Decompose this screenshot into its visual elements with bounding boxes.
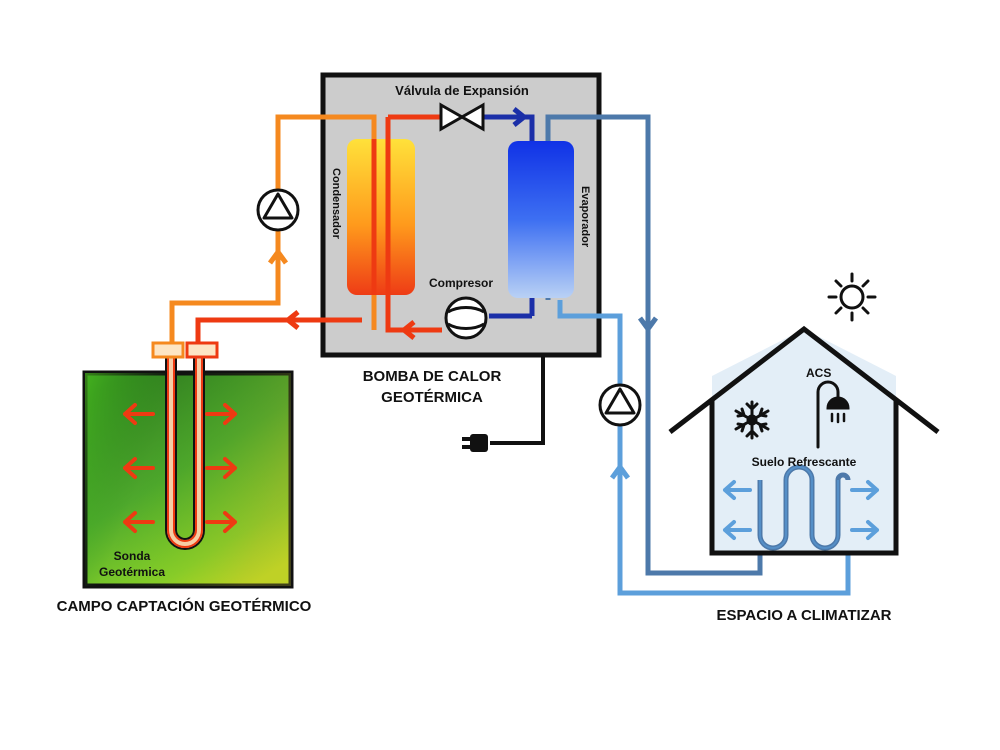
compressor-label: Compresor [429, 276, 493, 290]
snowflake-icon [734, 400, 770, 440]
field-caption: CAMPO CAPTACIÓN GEOTÉRMICO [57, 597, 312, 615]
heat-pump-caption-line1: BOMBA DE CALOR [363, 368, 502, 385]
pump-icon [256, 188, 300, 232]
valve-icon [439, 102, 485, 132]
ground-heat-arrows [123, 403, 237, 533]
cooling-arrows [723, 480, 879, 540]
dhw-label: ACS [806, 366, 831, 380]
space-caption: ESPACIO A CLIMATIZAR [717, 607, 892, 624]
heat-arrow [205, 457, 237, 479]
pipe-red-ground-return [195, 317, 362, 352]
heat-arrow [205, 403, 237, 425]
probe-connector-right [185, 341, 219, 359]
heat-arrow [123, 511, 155, 533]
evaporator-label: Evaporador [579, 186, 591, 248]
power-cable [490, 355, 545, 445]
pipe-lightblue-supply [557, 300, 851, 596]
cooling-arrow [723, 520, 752, 540]
probe-label-line2: Geotérmica [99, 565, 165, 579]
house [668, 325, 940, 556]
probe-label-line1: Sonda [114, 549, 151, 563]
arrow-blue-right [512, 107, 527, 127]
geothermal-probe [165, 352, 205, 550]
cooling-arrow [723, 480, 752, 500]
heat-arrow [123, 403, 155, 425]
arrow-orange-up [267, 249, 289, 265]
arrow-red-left [285, 310, 300, 330]
compressor-icon [444, 296, 488, 340]
heat-arrow [123, 457, 155, 479]
valve-label: Válvula de Expansión [395, 83, 529, 98]
sun-icon [827, 272, 877, 322]
heat-arrow [205, 511, 237, 533]
evaporator [508, 141, 574, 298]
ground-field [82, 370, 294, 589]
arrow-steelblue-down [637, 316, 659, 332]
cooling-arrow [850, 520, 879, 540]
cooling-arrow [850, 480, 879, 500]
condenser [347, 139, 415, 295]
condenser-label: Condensador [330, 168, 342, 240]
condenser-pipes [371, 139, 391, 295]
pump-icon [598, 383, 642, 427]
arrow-lightblue-up [609, 464, 631, 480]
floor-label: Suelo Refrescante [752, 455, 857, 469]
shower-icon [816, 380, 850, 449]
plug-icon [462, 434, 488, 452]
floor-coil-highlight [759, 466, 839, 549]
probe-connector-left [151, 341, 185, 359]
arrow-red-left-comp [401, 320, 416, 340]
heat-pump-caption-line2: GEOTÉRMICA [381, 389, 483, 406]
